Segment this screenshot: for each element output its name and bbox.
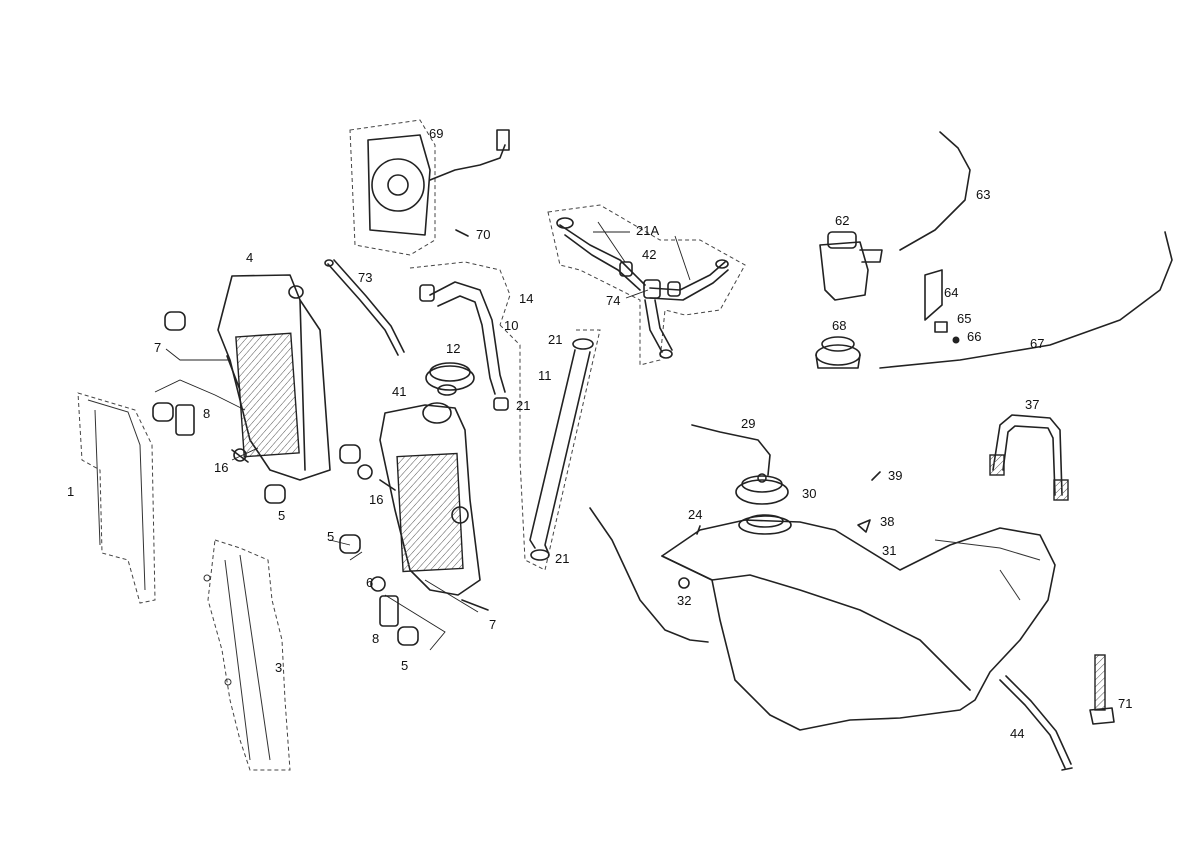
callout-62: 62 <box>835 213 849 228</box>
callout-8: 8 <box>372 631 379 646</box>
callout-68: 68 <box>832 318 846 333</box>
callout-66: 66 <box>967 329 981 344</box>
radiator-right <box>379 402 481 596</box>
nut-65 <box>934 321 948 333</box>
callout-21: 21 <box>555 551 569 566</box>
callout-30: 30 <box>802 486 816 501</box>
screw-66 <box>952 336 960 344</box>
coolant-reservoir <box>819 231 883 301</box>
callout-21: 21 <box>548 332 562 347</box>
callout-21: 21 <box>516 398 530 413</box>
cooling-fan <box>349 119 510 256</box>
reservoir-bracket <box>924 269 943 321</box>
callout-4: 4 <box>246 250 253 265</box>
overflow-hose-73 <box>324 259 405 356</box>
callout-42: 42 <box>642 247 656 262</box>
reservoir-hose-63 <box>899 131 971 251</box>
callout-8: 8 <box>203 406 210 421</box>
callout-7: 7 <box>489 617 496 632</box>
callout-5: 5 <box>278 508 285 523</box>
callout-10: 10 <box>504 318 518 333</box>
rubber-mounts <box>152 311 419 646</box>
callout-1: 1 <box>67 484 74 499</box>
nut-32 <box>678 577 690 589</box>
radiator-shroud-left <box>77 392 156 604</box>
reservoir-cap <box>815 336 861 369</box>
callout-3: 3 <box>275 660 282 675</box>
callout-69: 69 <box>429 126 443 141</box>
callout-6: 6 <box>366 575 373 590</box>
radiator-cap <box>425 362 475 396</box>
leader-lines <box>154 221 691 651</box>
callout-11: 11 <box>538 368 552 383</box>
t-hose-assembly <box>547 204 746 366</box>
callout-12: 12 <box>446 341 460 356</box>
callout-70: 70 <box>476 227 490 242</box>
callout-16: 16 <box>369 492 383 507</box>
callout-31: 31 <box>882 543 896 558</box>
callout-14: 14 <box>519 291 533 306</box>
tank-vent-pipe <box>589 507 709 643</box>
radiator-left <box>217 274 331 481</box>
callout-16: 16 <box>214 460 228 475</box>
callout-67: 67 <box>1030 336 1044 351</box>
callout-5: 5 <box>401 658 408 673</box>
callout-65: 65 <box>957 311 971 326</box>
callout-39: 39 <box>888 468 902 483</box>
fuel-cap <box>735 473 789 505</box>
callout-73: 73 <box>358 270 372 285</box>
callout-38: 38 <box>880 514 894 529</box>
fuel-line <box>999 675 1073 771</box>
callout-29: 29 <box>741 416 755 431</box>
radiator-shroud-right <box>203 539 291 771</box>
callout-labels: 1 3 4 5 5 5 6 7 7 8 8 10 11 12 14 16 16 … <box>67 126 1132 741</box>
screw-39 <box>871 471 881 481</box>
tank-strap <box>989 414 1069 501</box>
fuel-tap <box>1089 654 1115 725</box>
callout-21A: 21A <box>636 223 659 238</box>
callout-24: 24 <box>688 507 702 522</box>
coolant-pipe-11 <box>499 324 601 571</box>
fuel-tank <box>661 514 1056 731</box>
callout-63: 63 <box>976 187 990 202</box>
callout-41: 41 <box>392 384 406 399</box>
callout-5: 5 <box>327 529 334 544</box>
screw-24 <box>696 525 701 535</box>
callout-44: 44 <box>1010 726 1024 741</box>
overflow-hose-67 <box>879 231 1173 369</box>
callout-74: 74 <box>606 293 620 308</box>
callout-64: 64 <box>944 285 958 300</box>
callout-7: 7 <box>154 340 161 355</box>
fan-bolt <box>455 229 469 237</box>
breather-pipe <box>691 424 771 476</box>
callout-71: 71 <box>1118 696 1132 711</box>
clip-38 <box>857 519 871 533</box>
hose-group-14 <box>409 261 511 411</box>
callout-32: 32 <box>677 593 691 608</box>
callout-37: 37 <box>1025 397 1039 412</box>
